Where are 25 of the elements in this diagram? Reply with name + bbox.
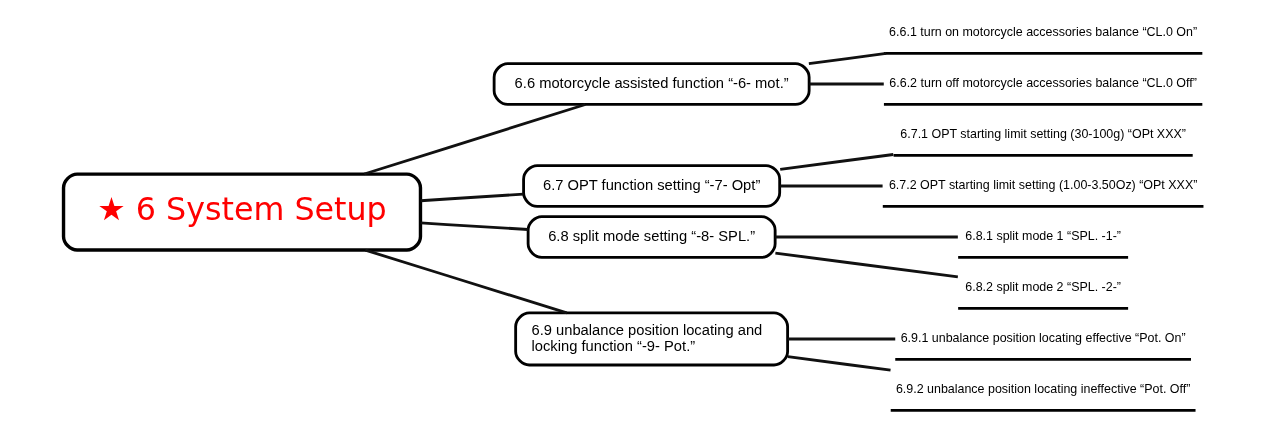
node-box: 6.9 unbalance position locating and locking function “-9- Pot.” xyxy=(514,311,790,367)
node-text: 6.9.1 unbalance position locating effective “Pot. On” xyxy=(900,331,1186,346)
connector xyxy=(808,52,887,65)
node-text: 6.8.2 split mode 2 “SPL. -2-” xyxy=(965,280,1121,295)
node-text: 6.9.2 unbalance position locating ineffective “Pot. Off” xyxy=(895,382,1191,397)
connector xyxy=(780,184,883,188)
node-text: 6.6.2 turn off motorcycle accessories balance “CL.0 Off” xyxy=(889,76,1197,91)
connector xyxy=(420,221,529,231)
connector xyxy=(787,337,896,341)
node-box: ★ 6 System Setup xyxy=(61,172,423,252)
node-text: 6.6.1 turn on motorcycle accessories balance “CL.0 On” xyxy=(889,25,1198,40)
connector xyxy=(787,355,891,372)
connector xyxy=(775,235,958,239)
connector xyxy=(363,103,586,176)
node-box: 6.6 motorcycle assisted function “-6- mot.” xyxy=(492,62,811,106)
connector xyxy=(809,82,884,86)
connector xyxy=(780,153,894,171)
node-text: 6.8.1 split mode 1 “SPL. -1-” xyxy=(965,229,1121,244)
node-text: 6.7.2 OPT starting limit setting (1.00-3.50Oz) “OPt XXX” xyxy=(888,178,1198,193)
connector xyxy=(775,251,959,279)
connector xyxy=(420,192,524,203)
node-text: 6.7.1 OPT starting limit setting (30-100g) “OPt XXX” xyxy=(900,127,1186,142)
node-box: 6.8 split mode setting “-8- SPL.” xyxy=(526,215,777,259)
connector xyxy=(364,248,568,315)
node-box: 6.7 OPT function setting “-7- Opt” xyxy=(522,164,782,208)
